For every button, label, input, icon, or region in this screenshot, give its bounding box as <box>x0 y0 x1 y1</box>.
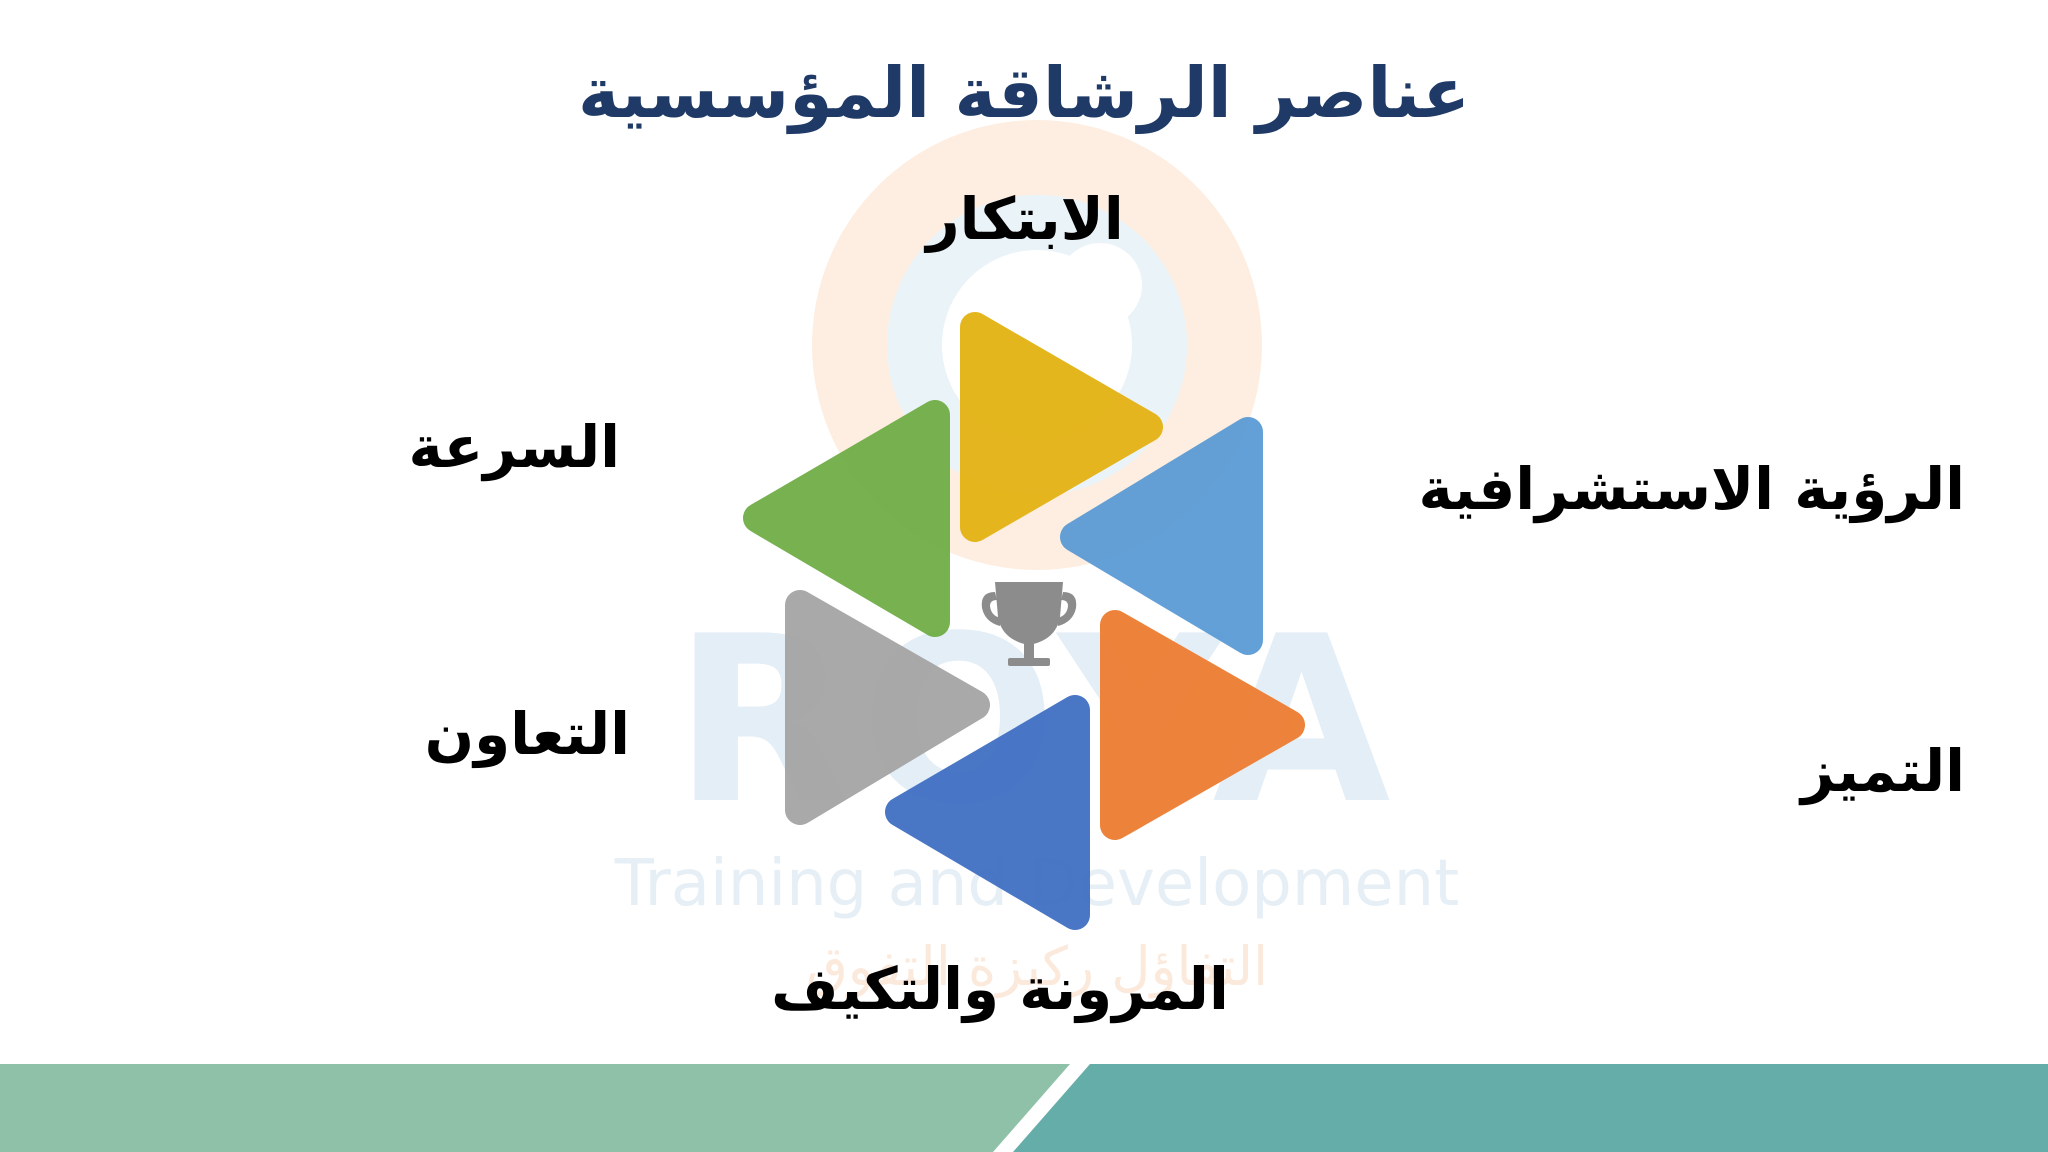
footer-band <box>0 1064 2048 1152</box>
trophy-icon <box>981 582 1077 666</box>
label-excellence: التميز <box>1801 737 1965 805</box>
watermark-arabic-tagline: التفاؤل ركيزة التفوق <box>806 935 1268 998</box>
watermark-dot <box>1058 243 1142 327</box>
page-title: عناصر الرشاقة المؤسسية <box>577 52 1471 134</box>
label-cooperation: التعاون <box>424 700 630 768</box>
cooperation-triangle <box>785 590 990 825</box>
foresight-vision-triangle <box>1060 417 1263 655</box>
label-flexibility-adaptation: المرونة والتكيف <box>771 955 1229 1023</box>
label-foresight-vision: الرؤية الاستشرافية <box>1418 455 1965 523</box>
speed-triangle <box>743 400 950 637</box>
footer-band-dark <box>1013 1064 2048 1152</box>
label-speed: السرعة <box>408 413 620 481</box>
label-innovation: الابتكار <box>926 185 1124 253</box>
flexibility-adaptation-triangle <box>885 695 1090 930</box>
innovation-triangle <box>960 312 1163 542</box>
footer-band-light <box>0 1064 1070 1152</box>
excellence-triangle <box>1100 610 1305 840</box>
